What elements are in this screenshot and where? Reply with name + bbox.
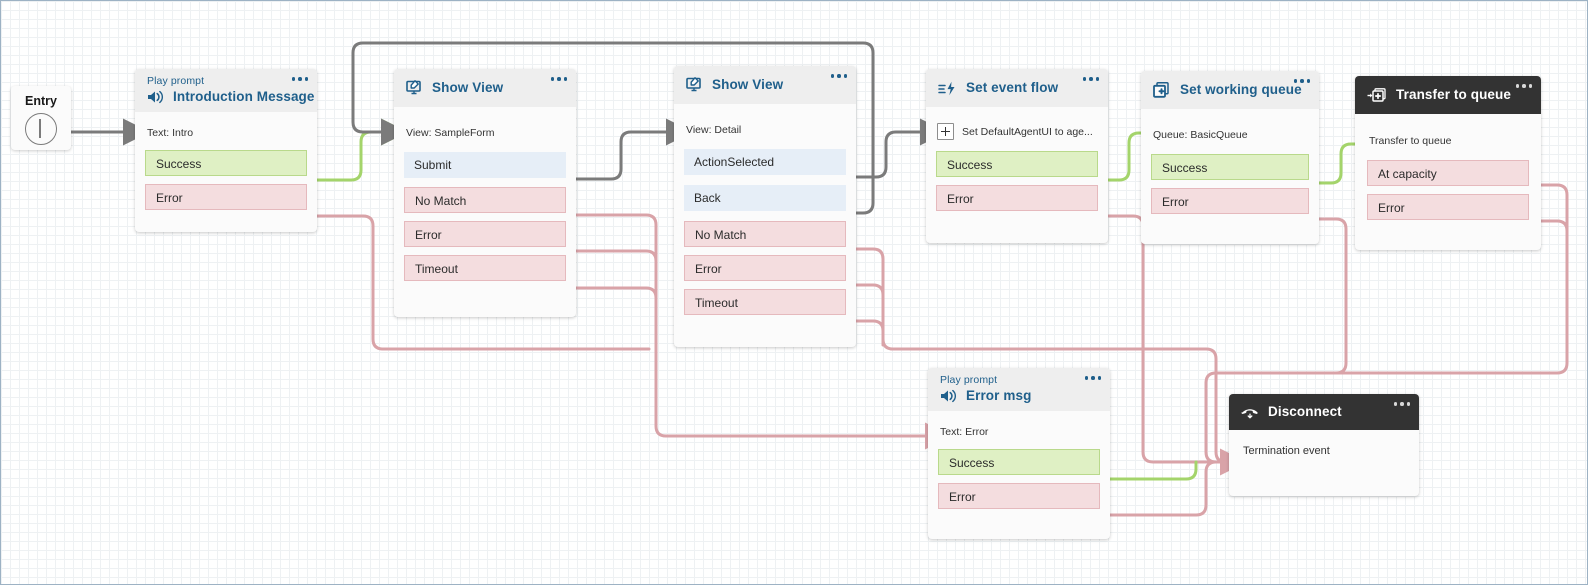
more-options-icon[interactable] [1084, 376, 1101, 380]
node-transfer-to-queue[interactable]: Transfer to queue Transfer to queue At c… [1355, 76, 1541, 250]
edge-eventflow-error-to-disconnect [1106, 214, 1247, 476]
transfer-queue-icon [1367, 87, 1387, 103]
edge-sv2-nomatch-to-bus [854, 247, 1208, 351]
node-subline: Termination event [1243, 445, 1330, 457]
port-no-match[interactable]: No Match [404, 187, 566, 213]
node-disconnect[interactable]: Disconnect Termination event [1229, 394, 1419, 496]
port-action-selected[interactable]: ActionSelected [684, 149, 846, 175]
speaker-icon [147, 90, 164, 104]
node-title: Error msg [966, 388, 1032, 403]
node-title: Set working queue [1180, 82, 1302, 97]
port-success[interactable]: Success [936, 151, 1098, 177]
more-options-icon[interactable] [1393, 402, 1410, 406]
port-back[interactable]: Back [684, 185, 846, 211]
edge-sv2-error-to-bus [854, 283, 885, 333]
node-header[interactable]: Play prompt Error msg [928, 368, 1110, 411]
entry-circle-icon [25, 113, 57, 145]
node-kicker: Play prompt [940, 374, 998, 386]
node-subline: Text: Intro [147, 127, 194, 139]
node-header[interactable]: Transfer to queue [1355, 76, 1541, 114]
node-subline: Queue: BasicQueue [1153, 129, 1248, 141]
edge-actionselected-to-eventflow [854, 118, 947, 179]
edge-error-bus-trunk [1204, 347, 1228, 464]
more-options-icon[interactable] [1515, 84, 1532, 88]
port-at-capacity[interactable]: At capacity [1367, 160, 1529, 186]
node-title: Introduction Message [173, 89, 315, 104]
node-title: Show View [432, 80, 504, 95]
more-options-icon[interactable] [550, 77, 567, 81]
port-error[interactable]: Error [938, 483, 1100, 509]
port-error[interactable]: Error [1151, 188, 1309, 214]
node-header[interactable]: Show View [394, 69, 576, 107]
node-title: Show View [712, 77, 784, 92]
node-set-working-queue[interactable]: Set working queue Queue: BasicQueue Succ… [1141, 71, 1319, 244]
node-header[interactable]: Disconnect [1229, 394, 1419, 430]
more-options-icon[interactable] [291, 77, 308, 81]
port-success[interactable]: Success [938, 449, 1100, 475]
node-subline-row: Set DefaultAgentUI to age... [926, 117, 1108, 151]
node-header[interactable]: Set working queue [1141, 71, 1319, 109]
node-subline: View: Detail [686, 124, 742, 136]
edge-sv1-timeout-to-errormsg [574, 286, 658, 333]
event-flow-icon [938, 81, 957, 96]
node-title: Transfer to queue [1396, 87, 1511, 102]
port-error[interactable]: Error [1367, 194, 1529, 220]
node-header[interactable]: Show View [674, 66, 856, 104]
port-no-match[interactable]: No Match [684, 221, 846, 247]
node-subline: Text: Error [940, 426, 989, 438]
node-title: Disconnect [1268, 404, 1342, 419]
queue-plus-icon [1153, 82, 1171, 98]
port-error[interactable]: Error [404, 221, 566, 247]
more-options-icon[interactable] [1293, 79, 1310, 83]
node-error-msg[interactable]: Play prompt Error msg Text: Error Succes… [928, 368, 1110, 539]
edge-errormsg-success-to-disconnect [1106, 460, 1198, 481]
speaker-icon [940, 389, 957, 403]
port-success[interactable]: Success [1151, 154, 1309, 180]
show-view-icon [406, 80, 423, 96]
port-error[interactable]: Error [936, 185, 1098, 211]
edge-sv2-timeout-to-bus [854, 319, 885, 347]
node-show-view-sampleform[interactable]: Show View View: SampleForm Submit No Mat… [394, 69, 576, 317]
more-options-icon[interactable] [830, 74, 847, 78]
add-icon[interactable] [937, 123, 954, 140]
node-header[interactable]: Set event flow [926, 69, 1108, 107]
edge-submit-to-showview2 [574, 118, 693, 181]
port-timeout[interactable]: Timeout [404, 255, 566, 281]
port-error[interactable]: Error [684, 255, 846, 281]
port-error[interactable]: Error [145, 184, 307, 210]
show-view-icon [686, 77, 703, 93]
edge-sv1-error-to-errormsg [574, 249, 658, 303]
port-success[interactable]: Success [145, 150, 307, 176]
port-submit[interactable]: Submit [404, 152, 566, 178]
node-subline: View: SampleForm [406, 127, 495, 139]
edge-errormsg-error-to-disconnect [1106, 460, 1225, 517]
node-title: Set event flow [966, 80, 1059, 95]
node-introduction-message[interactable]: Play prompt Introduction Message Text: I… [135, 69, 317, 232]
port-timeout[interactable]: Timeout [684, 289, 846, 315]
edge-transfer-error-to-bus [1539, 219, 1569, 263]
edge-intro-success-to-showview1 [315, 118, 408, 182]
node-header[interactable]: Play prompt Introduction Message [135, 69, 317, 112]
node-kicker: Play prompt [147, 75, 205, 87]
entry-node[interactable]: Entry [11, 86, 71, 150]
node-subline: Transfer to queue [1369, 135, 1452, 147]
hangup-icon [1241, 405, 1259, 419]
node-subline: Set DefaultAgentUI to age... [962, 125, 1093, 138]
more-options-icon[interactable] [1082, 77, 1099, 81]
entry-label: Entry [25, 94, 57, 108]
node-set-event-flow[interactable]: Set event flow Set DefaultAgentUI to age… [926, 69, 1108, 243]
node-show-view-detail[interactable]: Show View View: Detail ActionSelected Ba… [674, 66, 856, 347]
